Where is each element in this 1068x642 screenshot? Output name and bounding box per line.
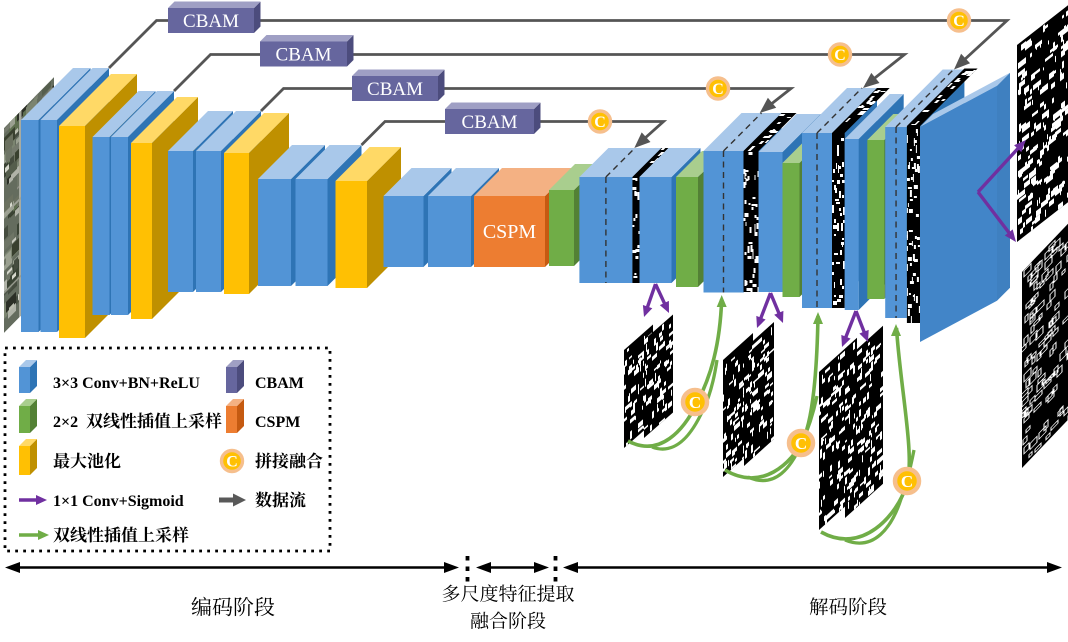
svg-text:C: C [795, 434, 807, 453]
svg-text:CBAM: CBAM [367, 79, 423, 100]
svg-text:CSPM: CSPM [255, 414, 300, 431]
svg-text:C: C [712, 81, 724, 98]
svg-text:C: C [901, 472, 913, 491]
svg-text:1×1 Conv+Sigmoid: 1×1 Conv+Sigmoid [53, 493, 184, 510]
svg-text:C: C [594, 114, 606, 131]
svg-text:C: C [834, 47, 846, 64]
svg-text:CBAM: CBAM [255, 375, 304, 392]
svg-text:C: C [689, 393, 701, 412]
svg-text:CBAM: CBAM [276, 45, 332, 66]
svg-text:2×2: 2×2 [53, 414, 78, 431]
svg-text:CSPM: CSPM [483, 221, 537, 243]
svg-text:C: C [953, 13, 965, 30]
svg-text:3×3 Conv+BN+ReLU: 3×3 Conv+BN+ReLU [53, 375, 200, 392]
svg-text:CBAM: CBAM [183, 11, 239, 32]
svg-text:C: C [226, 453, 238, 470]
svg-text:CBAM: CBAM [462, 112, 518, 133]
